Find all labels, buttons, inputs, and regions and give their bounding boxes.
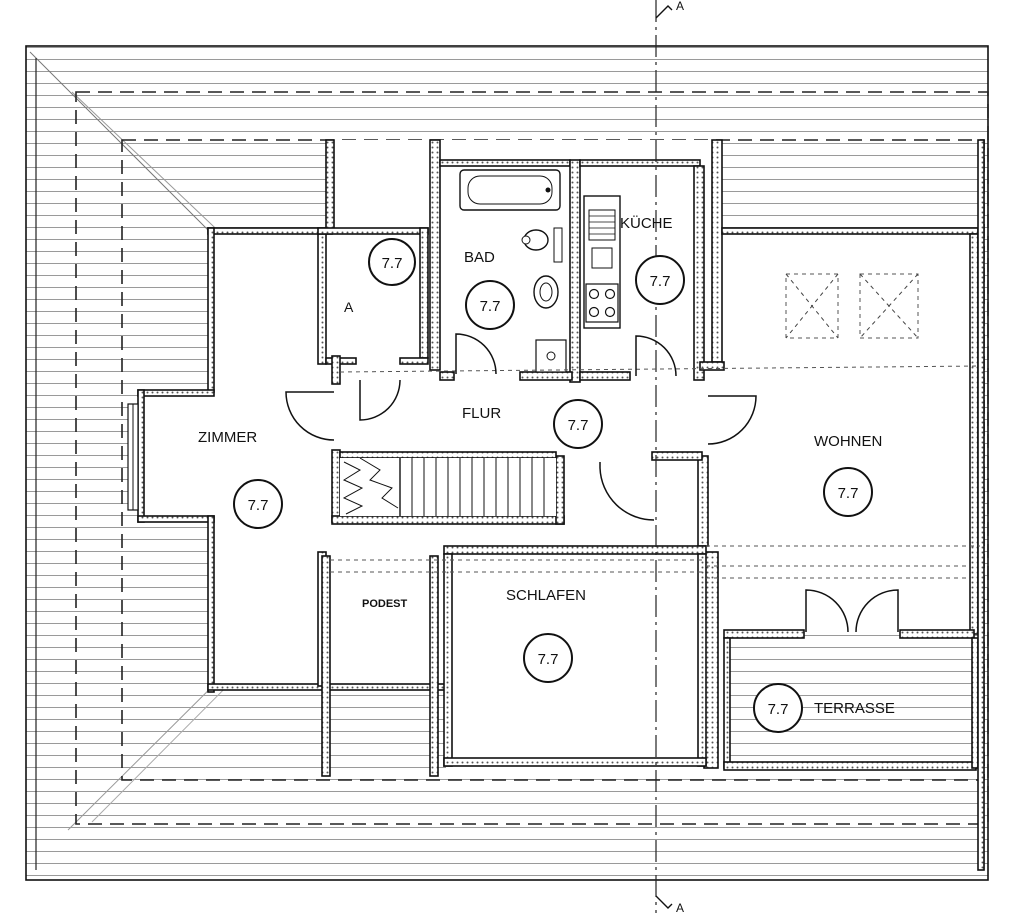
kitchen-sink — [588, 209, 616, 241]
door-terrasse-right — [855, 589, 899, 633]
bathroom-fixtures — [459, 169, 567, 373]
room-tag-wohnen: 7.7 — [838, 485, 859, 502]
room-name-zimmer: ZIMMER — [198, 429, 257, 446]
room-tag-flur-circle — [553, 399, 603, 449]
room-tag-kueche: 7.7 — [650, 273, 671, 290]
room-tag-abstell: 7.7 — [382, 255, 403, 272]
room-name-bad: BAD — [464, 249, 495, 266]
room-tag-terrasse-circle — [753, 683, 803, 733]
room-tag-wohnen-circle — [823, 467, 873, 517]
room-bad: BAD 7.7 — [464, 249, 515, 330]
room-abstell: 7.7 A — [344, 238, 416, 315]
door-abstell — [359, 379, 401, 421]
room-name-flur: FLUR — [462, 405, 501, 422]
eaves-dashed-outline — [75, 91, 989, 825]
door-bad — [455, 333, 497, 375]
door-terrasse-left — [805, 589, 849, 633]
room-tag-zimmer: 7.7 — [248, 497, 269, 514]
room-tag-bad-circle — [465, 280, 515, 330]
room-podest: PODEST — [362, 598, 408, 610]
room-name-kueche: KÜCHE — [620, 214, 673, 232]
room-schlafen: SCHLAFEN 7.7 — [506, 587, 586, 683]
skylight-1 — [785, 273, 839, 339]
room-tag-schlafen: 7.7 — [538, 651, 559, 668]
section-line-a: A A — [655, 0, 684, 913]
room-terrasse: 7.7 TERRASSE — [753, 683, 895, 733]
room-tag-bad: 7.7 — [480, 298, 501, 315]
skylight-2 — [859, 273, 919, 339]
room-tag-abstell-circle — [368, 238, 416, 286]
room-name-terrasse: TERRASSE — [814, 700, 895, 717]
kneewall-dashed-lines — [330, 365, 981, 579]
door-zimmer — [285, 391, 335, 441]
room-tag-zimmer-circle — [233, 479, 283, 529]
kitchen-fixtures — [583, 195, 621, 329]
door-schlafen — [599, 462, 655, 521]
room-name-wohnen: WOHNEN — [814, 433, 882, 450]
stove — [585, 283, 619, 323]
staircase — [340, 457, 556, 516]
skylights — [785, 273, 919, 339]
door-kueche — [635, 335, 677, 377]
room-tag-schlafen-circle — [523, 633, 573, 683]
room-tag-terrasse: 7.7 — [768, 701, 789, 718]
room-wohnen: WOHNEN 7.7 — [814, 433, 882, 517]
room-name-abstell: A — [344, 299, 354, 315]
section-marker-top: A — [676, 0, 684, 13]
walls — [127, 139, 985, 871]
section-marker-bottom: A — [676, 901, 684, 913]
door-wohnen — [707, 395, 757, 445]
wall-shelf — [553, 227, 563, 263]
room-zimmer: ZIMMER 7.7 — [198, 429, 283, 529]
doors — [285, 333, 899, 633]
room-name-podest: PODEST — [362, 598, 408, 610]
room-tag-flur: 7.7 — [568, 417, 589, 434]
room-name-schlafen: SCHLAFEN — [506, 587, 586, 604]
room-kueche: KÜCHE 7.7 — [620, 214, 685, 305]
room-tag-kueche-circle — [635, 255, 685, 305]
room-flur: FLUR 7.7 — [462, 399, 603, 449]
